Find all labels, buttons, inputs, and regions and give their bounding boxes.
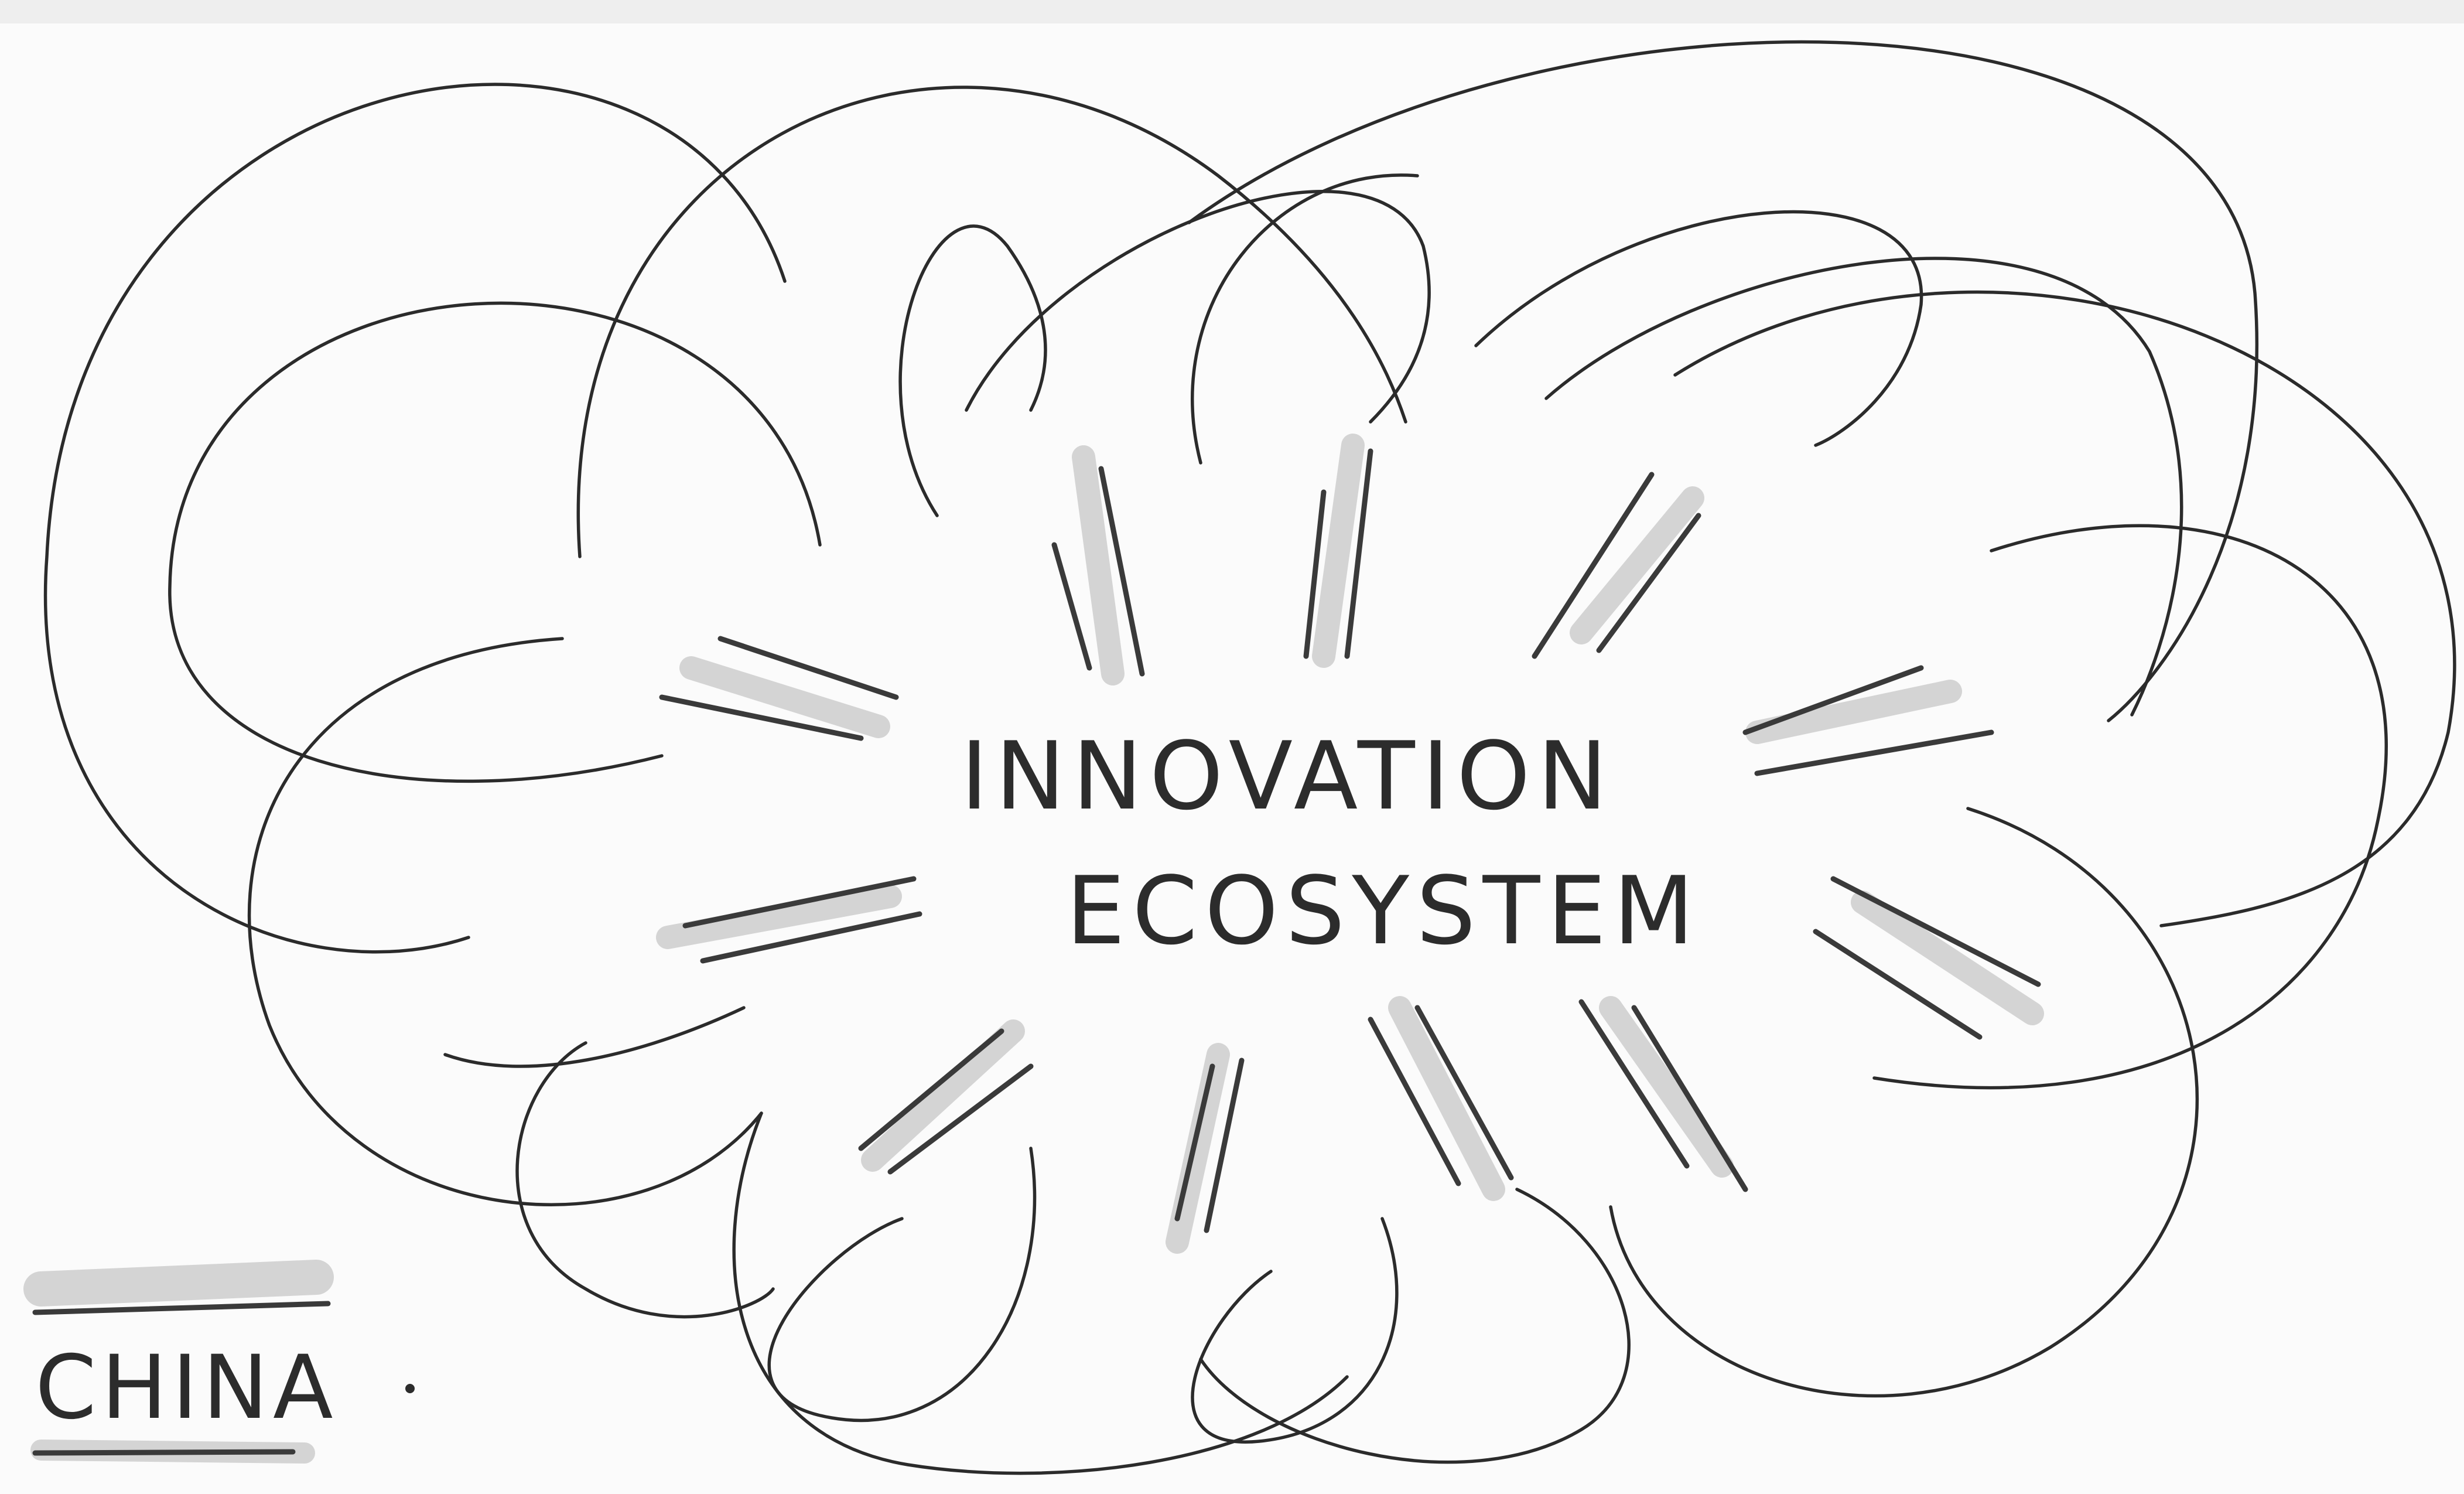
loop-bottom-center-right xyxy=(1191,1217,1399,1444)
ray-stroke xyxy=(1098,466,1145,677)
ray-stroke xyxy=(717,636,899,700)
ray-stroke xyxy=(1754,729,1994,776)
ray-stroke xyxy=(1174,1063,1215,1222)
ray-stroke xyxy=(1813,929,1983,1040)
ray-stroke xyxy=(858,1028,1004,1151)
corner-label-dot xyxy=(405,1384,415,1393)
paper-edge xyxy=(0,0,2464,23)
ray-stroke xyxy=(1051,542,1092,671)
loop-top-big xyxy=(1187,40,2259,722)
ray-stroke xyxy=(700,911,922,964)
loop-top-small-center-2 xyxy=(1191,173,1419,465)
ray-stroke xyxy=(659,694,864,741)
corner-label-underline xyxy=(32,1449,296,1456)
ray-shadow xyxy=(656,885,902,949)
ray-stroke xyxy=(1344,448,1373,659)
ray-stroke xyxy=(1578,999,1690,1169)
ray-shadow xyxy=(1312,434,1365,668)
corner-label-overline xyxy=(32,1301,331,1315)
ray-stroke xyxy=(1368,1017,1461,1186)
corner-label-shadow xyxy=(23,1260,334,1307)
ray-stroke xyxy=(887,1063,1034,1175)
ray-shadow xyxy=(679,656,890,738)
ray-shadow xyxy=(1599,996,1734,1178)
ray-shadow xyxy=(1072,445,1125,685)
loop-top-small-center xyxy=(965,189,1431,424)
ray-stroke xyxy=(1414,1005,1514,1181)
loop-right-lower xyxy=(1609,807,2199,1398)
ray-shadow xyxy=(1851,891,2044,1025)
corner-label-group: CHINA xyxy=(23,1260,415,1464)
ray-shadow xyxy=(1166,1043,1230,1254)
ray-stroke xyxy=(1596,513,1701,653)
loop-bottom-left-small xyxy=(515,1041,775,1319)
loop-bottom-center xyxy=(767,1147,1037,1423)
ray-shadow xyxy=(861,1019,1025,1172)
loop-upper-left-large xyxy=(43,83,787,954)
corner-label: CHINA xyxy=(35,1337,338,1439)
radiating-strokes xyxy=(656,434,2044,1254)
loop-top-small-left xyxy=(898,224,1047,517)
ray-stroke xyxy=(682,876,917,929)
ray-shadow xyxy=(1745,680,1962,744)
ray-stroke xyxy=(1532,472,1655,659)
loop-left-inner xyxy=(168,301,822,783)
ray-stroke xyxy=(1204,1058,1245,1233)
ray-stroke xyxy=(1303,489,1327,659)
loop-right-big xyxy=(1673,290,2456,927)
loop-bottom-left xyxy=(732,1111,1349,1475)
ray-shadow xyxy=(1388,996,1505,1201)
ray-shadow xyxy=(1570,486,1704,644)
ray-stroke xyxy=(1830,876,2041,987)
loop-right-middle xyxy=(1872,524,2388,1090)
center-label-line2: ECOSYSTEM xyxy=(1066,856,1701,966)
loop-left-return xyxy=(443,1006,746,1068)
outer-loops xyxy=(43,40,2456,1475)
loop-bottom-right xyxy=(1199,1188,1631,1464)
ray-stroke xyxy=(1631,1005,1748,1192)
loop-top-right-inner xyxy=(1474,210,1923,447)
loop-left-lower xyxy=(247,637,763,1206)
center-label-line1: INNOVATION xyxy=(961,721,1614,831)
loop-top-left xyxy=(576,86,1407,558)
ray-stroke xyxy=(1742,665,1924,735)
